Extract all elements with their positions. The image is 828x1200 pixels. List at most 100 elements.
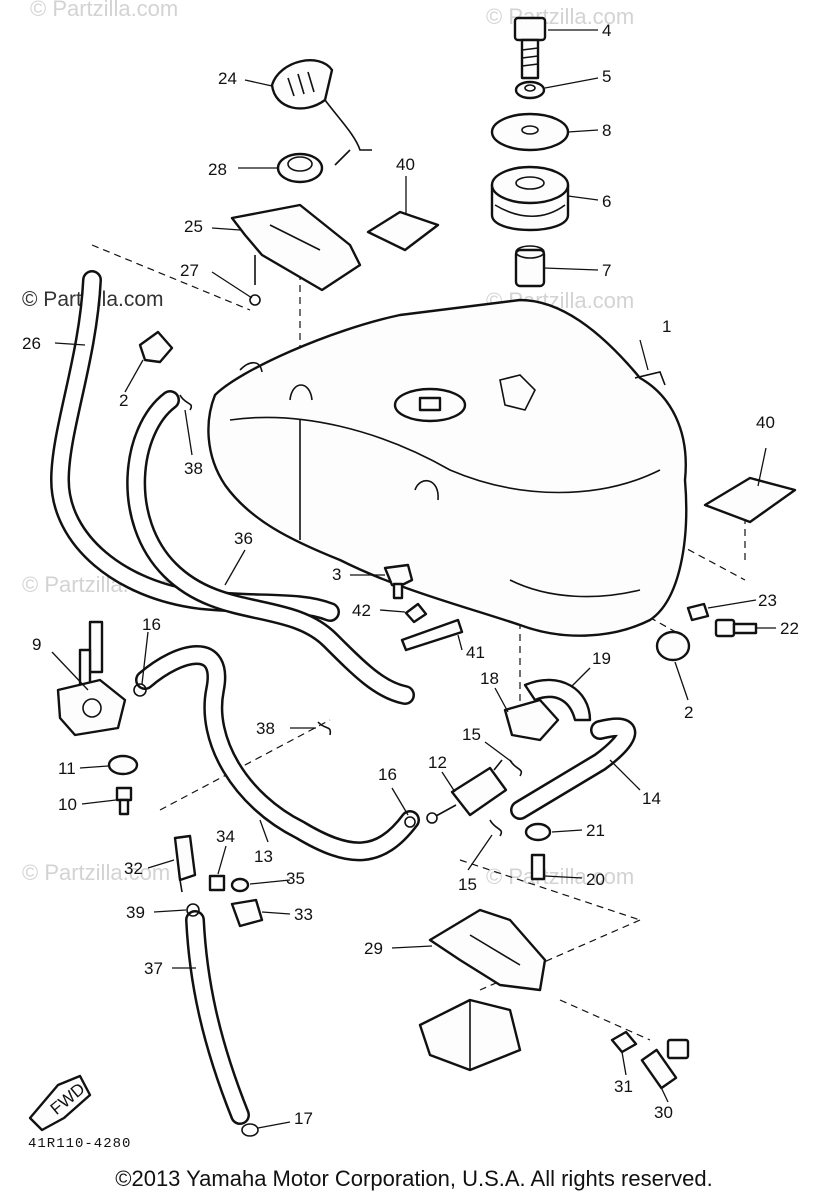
screw-34 [208,874,226,892]
diagram-code: 41R110-4280 [28,1136,132,1152]
callout-21: 21 [586,821,605,840]
callout-41: 41 [466,643,485,662]
gasket-11 [107,754,139,776]
nut-21 [524,822,552,842]
callout-22: 22 [780,619,799,638]
fuel-tank [207,298,688,637]
callout-38-bottom: 38 [256,719,275,738]
callout-27: 27 [180,261,199,280]
holder-33 [230,898,264,928]
gasket-28 [276,152,324,184]
cap-24 [270,59,372,166]
callout-32: 32 [124,859,143,878]
callout-19: 19 [592,649,611,668]
callout-42: 42 [352,601,371,620]
copyright-notice: ©2013 Yamaha Motor Corporation, U.S.A. A… [115,1166,713,1191]
callout-36: 36 [234,529,253,548]
callout-18: 18 [480,669,499,688]
watermark: © Partzilla.com [22,860,171,885]
callout-2-left: 2 [119,391,128,410]
callout-23: 23 [758,591,777,610]
hose-14 [510,717,637,820]
callout-24: 24 [218,69,237,88]
damper-2-right [655,630,691,662]
callout-16-mid: 16 [378,765,397,784]
callout-40-right: 40 [756,413,775,432]
clip-15-bottom [489,819,503,837]
clip-38-top [179,394,193,411]
band-41 [400,618,464,652]
callout-9: 9 [32,635,41,654]
callout-2-right: 2 [684,703,693,722]
bracket-25 [230,203,362,292]
callout-6: 6 [602,192,611,211]
clip-27 [249,294,261,306]
callout-26: 26 [22,334,41,353]
callout-13: 13 [254,847,273,866]
callout-33: 33 [294,905,313,924]
callout-39: 39 [126,903,145,922]
fuel-filter-12 [426,759,508,824]
hose-37 [185,910,250,1125]
bracket-19 [523,678,592,722]
pad-40-top [366,210,440,252]
fuel-cock-9 [56,620,127,737]
pump-bracket-29 [428,908,547,992]
damper-2-left [138,330,174,364]
forward-arrow-icon: FWD [28,1074,92,1132]
bolt-20 [530,853,546,881]
callout-1: 1 [662,317,671,336]
callout-8: 8 [602,121,611,140]
pad-40-right [703,476,797,524]
screw-3 [383,563,414,600]
washer-23 [686,602,710,622]
callout-12: 12 [428,753,447,772]
callout-38-top: 38 [184,459,203,478]
callout-34: 34 [216,827,235,846]
clip-16-left [133,683,147,697]
clip-15-top [509,759,523,777]
callout-35: 35 [286,869,305,888]
callouts: 4 5 8 6 7 1 24 28 40 25 27 26 2 38 36 3 … [22,21,799,1128]
callout-11: 11 [58,759,76,778]
callout-40-top: 40 [396,155,415,174]
washer-35 [230,877,250,893]
clip-38-bottom [317,721,332,736]
callout-14: 14 [642,789,661,808]
callout-4: 4 [602,21,611,40]
bolt-4 [513,16,547,80]
fuel-pump [418,998,522,1072]
nut-42 [404,602,428,624]
screw-10 [115,786,133,816]
callout-28: 28 [208,160,227,179]
callout-3: 3 [332,565,341,584]
clip-16-mid [404,816,416,828]
leader-lines [51,29,776,1129]
hose-13 [135,645,420,862]
callout-37: 37 [144,959,163,978]
callout-20: 20 [586,870,605,889]
nut-31 [610,1030,638,1054]
damper-6 [490,165,570,232]
bolt-22 [714,618,758,638]
collar-7 [514,245,546,288]
hose-36 [126,390,415,705]
callout-5: 5 [602,67,611,86]
bolt-30 [640,1038,690,1090]
callout-15-top: 15 [462,725,481,744]
callout-30: 30 [654,1103,673,1122]
watermark: © Partzilla.com [486,4,635,29]
clip-17 [241,1123,259,1137]
callout-16-left: 16 [142,615,161,634]
callout-25: 25 [184,217,203,236]
clamp-18 [503,698,560,742]
watermark: © Partzilla.com [30,0,179,21]
callout-15-bottom: 15 [458,875,477,894]
washer-5 [514,80,546,100]
callout-29: 29 [364,939,383,958]
callout-17: 17 [294,1109,313,1128]
clip-39 [186,903,200,917]
callout-7: 7 [602,261,611,280]
callout-31: 31 [614,1077,633,1096]
